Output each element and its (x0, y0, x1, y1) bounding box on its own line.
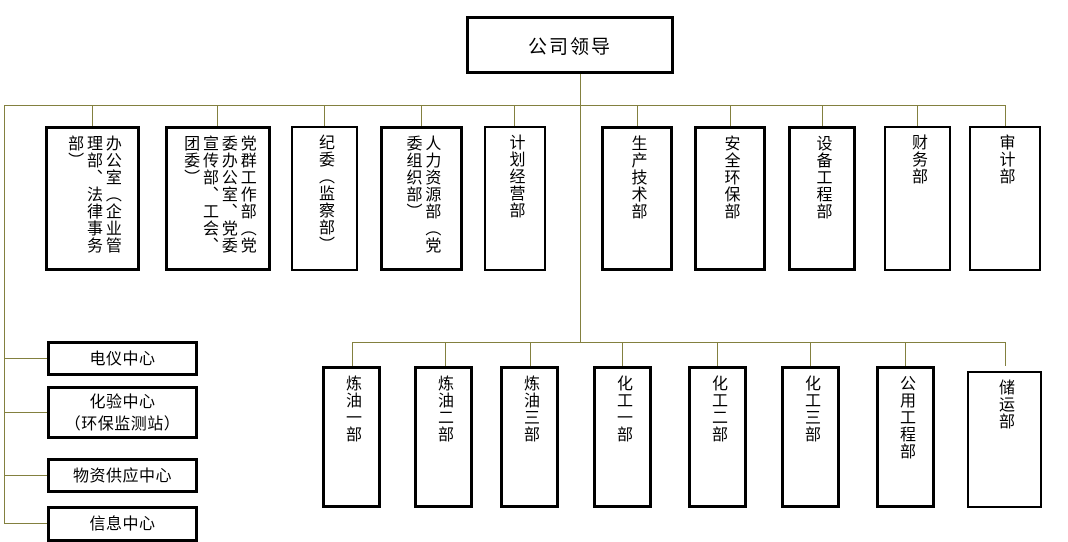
center-box-1-sublabel: （环保监测站） (64, 413, 181, 433)
drop-to-dept-9 (1005, 105, 1006, 126)
center-box-0-label: 电仪中心 (89, 348, 156, 368)
drop-to-dept-1 (217, 105, 218, 126)
dept-box-3-label: 人力资源部（党委组织部） (403, 135, 442, 254)
prod-box-2-label: 炼油三部 (520, 375, 540, 443)
top-horizontal-bus (4, 105, 1006, 106)
dept-box-9[interactable]: 审计部 (969, 126, 1041, 271)
dept-box-9-label: 审计部 (996, 134, 1016, 185)
center-box-3[interactable]: 信息中心 (47, 506, 198, 542)
center-box-1-label: 化验中心 (89, 391, 156, 411)
dept-box-6-label: 安全环保部 (721, 135, 741, 220)
prod-box-0[interactable]: 炼油一部 (322, 366, 381, 508)
branch-to-center-3 (4, 523, 48, 524)
dept-box-4[interactable]: 计划经营部 (484, 126, 546, 271)
dept-box-7[interactable]: 设备工程部 (788, 126, 856, 271)
center-box-1[interactable]: 化验中心 （环保监测站） (47, 386, 198, 439)
dept-box-6[interactable]: 安全环保部 (694, 126, 766, 271)
root-node-label: 公司领导 (527, 35, 612, 58)
branch-to-center-2 (4, 475, 48, 476)
drop-to-prod-4 (717, 342, 718, 366)
bottom-horizontal-bus (352, 342, 1005, 343)
prod-box-4-label: 化工二部 (708, 375, 728, 443)
dept-box-2[interactable]: 纪委（监察部） (291, 126, 358, 271)
prod-box-1[interactable]: 炼油二部 (414, 366, 473, 508)
center-box-2[interactable]: 物资供应中心 (47, 458, 198, 493)
drop-to-dept-7 (822, 105, 823, 126)
prod-box-6[interactable]: 公用工程部 (876, 366, 935, 508)
dept-box-1-label: 党群工作部（党委办公室、党委宣传部、工会、团委） (181, 135, 257, 254)
drop-to-prod-2 (530, 342, 531, 366)
prod-box-6-label: 公用工程部 (896, 375, 916, 460)
dept-box-1[interactable]: 党群工作部（党委办公室、党委宣传部、工会、团委） (165, 126, 271, 271)
branch-to-center-1 (4, 412, 48, 413)
dept-box-8-label: 财务部 (908, 134, 928, 185)
drop-to-prod-0 (352, 342, 353, 366)
prod-box-4[interactable]: 化工二部 (688, 366, 747, 508)
trunk-root-to-top-bus (580, 74, 581, 105)
dept-box-8[interactable]: 财务部 (884, 126, 951, 271)
drop-to-dept-5 (637, 105, 638, 126)
prod-box-7-label: 储运部 (995, 379, 1015, 430)
center-box-0[interactable]: 电仪中心 (47, 341, 198, 376)
prod-box-0-label: 炼油一部 (342, 375, 362, 443)
dept-box-0[interactable]: 办公室（企业管理部、法律事务部） (45, 126, 140, 271)
drop-to-dept-4 (514, 105, 515, 126)
drop-to-prod-5 (810, 342, 811, 366)
drop-to-dept-2 (324, 105, 325, 126)
prod-box-1-label: 炼油二部 (434, 375, 454, 443)
drop-to-prod-1 (445, 342, 446, 366)
drop-to-dept-6 (730, 105, 731, 126)
drop-to-prod-7 (1005, 342, 1006, 366)
dept-box-5-label: 生产技术部 (628, 135, 648, 220)
prod-box-3-label: 化工一部 (613, 375, 633, 443)
dept-box-5[interactable]: 生产技术部 (601, 126, 673, 271)
drop-to-dept-8 (917, 105, 918, 126)
drop-to-prod-6 (905, 342, 906, 366)
prod-box-2[interactable]: 炼油三部 (500, 366, 559, 508)
branch-to-center-0 (4, 358, 48, 359)
dept-box-7-label: 设备工程部 (813, 135, 833, 220)
prod-box-7[interactable]: 储运部 (967, 371, 1042, 508)
prod-box-5-label: 化工三部 (801, 375, 821, 443)
prod-box-5[interactable]: 化工三部 (781, 366, 840, 508)
dept-box-3[interactable]: 人力资源部（党委组织部） (380, 126, 463, 271)
drop-to-prod-3 (622, 342, 623, 366)
dept-box-4-label: 计划经营部 (506, 134, 526, 219)
trunk-to-bottom-bus (580, 105, 581, 343)
prod-box-3[interactable]: 化工一部 (593, 366, 652, 508)
dept-box-0-label: 办公室（企业管理部、法律事务部） (65, 135, 122, 254)
drop-to-dept-3 (421, 105, 422, 126)
drop-to-dept-0 (92, 105, 93, 126)
root-node-company-leadership[interactable]: 公司领导 (466, 16, 674, 74)
center-box-2-label: 物资供应中心 (72, 465, 172, 485)
dept-box-2-label: 纪委（监察部） (315, 134, 335, 253)
center-box-3-label: 信息中心 (89, 514, 156, 534)
left-vertical-spine (4, 105, 5, 523)
